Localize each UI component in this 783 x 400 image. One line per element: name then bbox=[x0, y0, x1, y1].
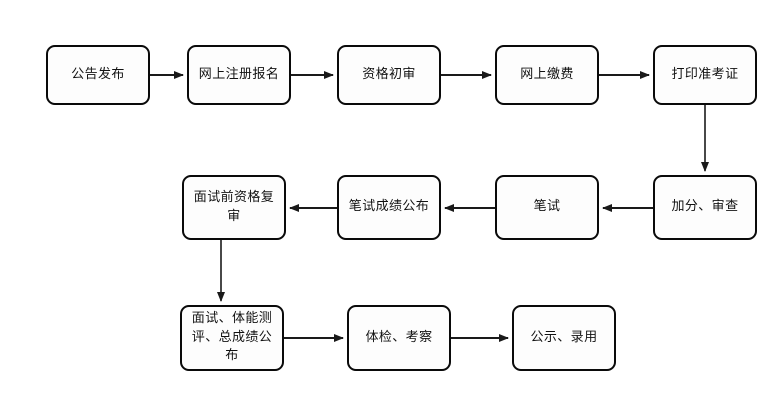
connector-group bbox=[150, 71, 709, 342]
flow-node-n12: 公示、录用 bbox=[512, 305, 616, 371]
flow-node-n5: 打印准考证 bbox=[653, 45, 757, 105]
flow-node-n9: 面试前资格复 审 bbox=[182, 175, 286, 240]
flow-node-n7: 笔试 bbox=[495, 175, 599, 240]
flow-node-n2: 网上注册报名 bbox=[187, 45, 291, 105]
flow-node-n8: 笔试成绩公布 bbox=[337, 175, 441, 240]
flow-node-n1: 公告发布 bbox=[46, 45, 150, 105]
flow-node-n10: 面试、体能测 评、总成绩公 布 bbox=[180, 305, 284, 371]
flow-node-n4: 网上缴费 bbox=[495, 45, 599, 105]
flow-node-n6: 加分、审查 bbox=[653, 175, 757, 240]
flow-node-n11: 体检、考察 bbox=[347, 305, 451, 371]
flow-node-n3: 资格初审 bbox=[337, 45, 441, 105]
